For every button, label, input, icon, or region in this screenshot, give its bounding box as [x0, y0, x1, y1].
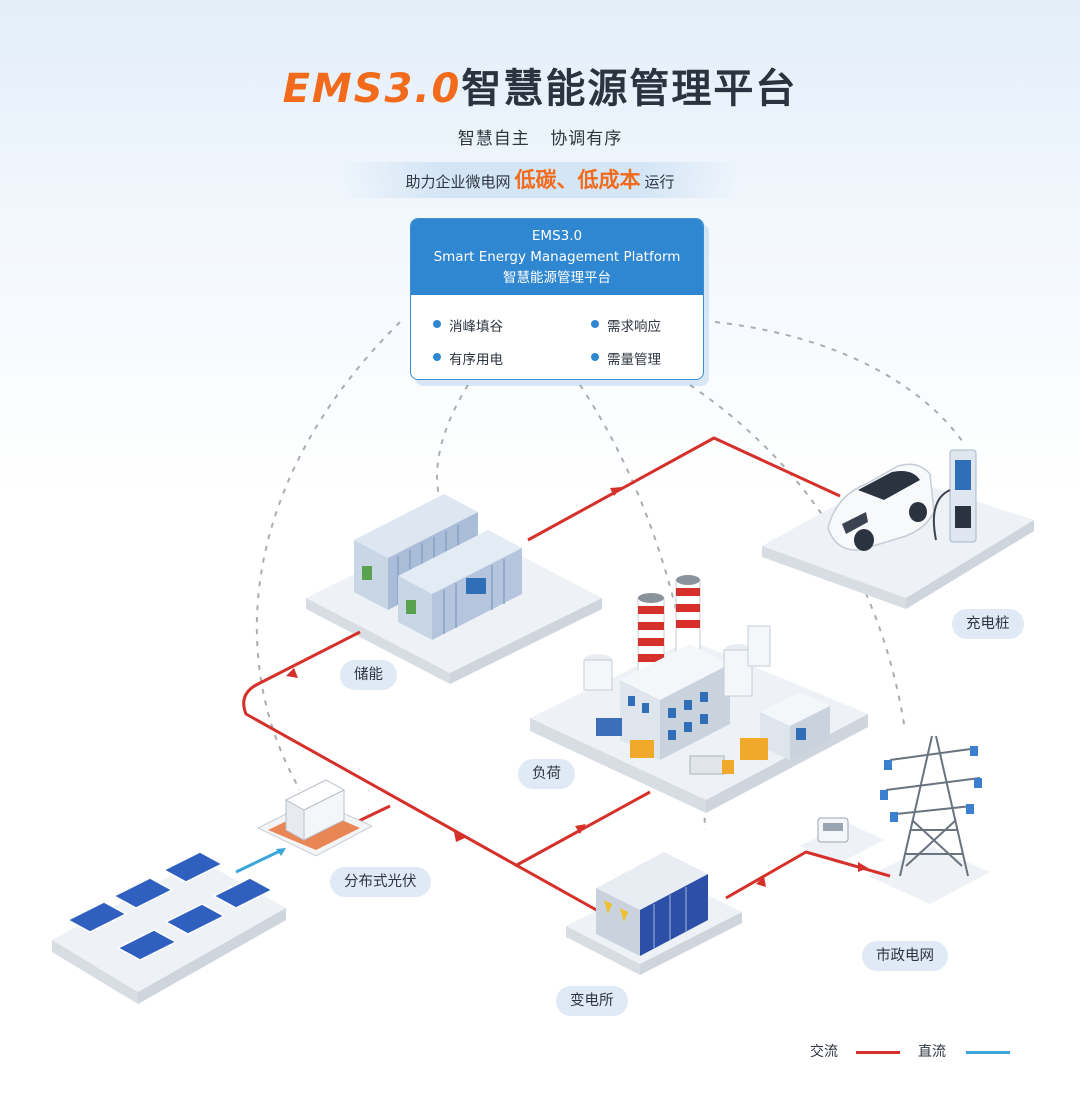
communication-links: [255, 321, 966, 831]
ac-line-storage-to-charging: [527, 436, 841, 542]
ems-platform-card: EMS3.0 Smart Energy Management Platform …: [410, 218, 704, 380]
platform-name-en: EMS3.0: [531, 228, 583, 244]
legend-ac-label: 交流: [810, 1044, 838, 1060]
inverter: [256, 779, 374, 857]
electric-meter: [817, 817, 849, 843]
slogan-highlight: 低碳、低成本: [514, 168, 641, 192]
label-grid: 市政电网: [862, 941, 948, 971]
platform-name-full-en: Smart Energy Management Platform: [433, 249, 681, 265]
solar-panels: [66, 851, 274, 961]
grid-platform: [868, 846, 990, 904]
ac-flow-arrows: [286, 487, 868, 887]
slogan-prefix: 助力企业微电网: [405, 173, 511, 191]
label-solar: 分布式光伏: [330, 867, 431, 897]
label-load: 负荷: [518, 759, 575, 789]
transmission-tower: [885, 735, 981, 877]
label-substation: 变电所: [556, 986, 628, 1016]
title-en: EMS3.0: [282, 66, 462, 112]
label-storage: 储能: [340, 660, 397, 690]
tower-insulators: [880, 746, 982, 822]
factory-load: [583, 575, 830, 775]
label-charging: 充电桩: [952, 609, 1024, 639]
platform-name-cn: 智慧能源管理平台: [503, 270, 611, 286]
feature-orderly-power: 有序用电: [433, 348, 503, 368]
page-title: EMS3.0智慧能源管理平台: [0, 56, 1080, 114]
platform-header: EMS3.0 Smart Energy Management Platform …: [411, 219, 703, 295]
storage-containers: [354, 494, 522, 640]
feature-peak-shaving: 消峰填谷: [433, 315, 503, 335]
meter-platform: [800, 822, 884, 864]
platform-features: 消峰填谷 需求响应 有序用电 需量管理: [411, 295, 703, 379]
legend-dc-label: 直流: [918, 1044, 946, 1060]
comm-link-charging: [714, 321, 966, 446]
substation: [596, 852, 708, 956]
ev-charging-station: [827, 449, 977, 551]
slogan-banner: 助力企业微电网低碳、低成本运行: [340, 162, 740, 198]
subtitle: 智慧自主 协调有序: [457, 129, 623, 149]
ac-line-grid-to-substation: [725, 850, 891, 900]
legend-ac-line: [856, 1051, 900, 1054]
feature-demand-response: 需求响应: [591, 315, 661, 335]
slogan-suffix: 运行: [644, 173, 675, 191]
feature-demand-management: 需量管理: [591, 348, 661, 368]
comm-link-outer-left: [255, 321, 401, 791]
chimney-right: [675, 575, 701, 655]
comm-link-storage: [436, 384, 469, 501]
ac-line-storage-to-solar: [242, 630, 601, 914]
dc-line-solar-to-inverter: [235, 848, 286, 874]
title-cn: 智慧能源管理平台: [461, 66, 798, 112]
legend-dc-line: [966, 1051, 1010, 1054]
